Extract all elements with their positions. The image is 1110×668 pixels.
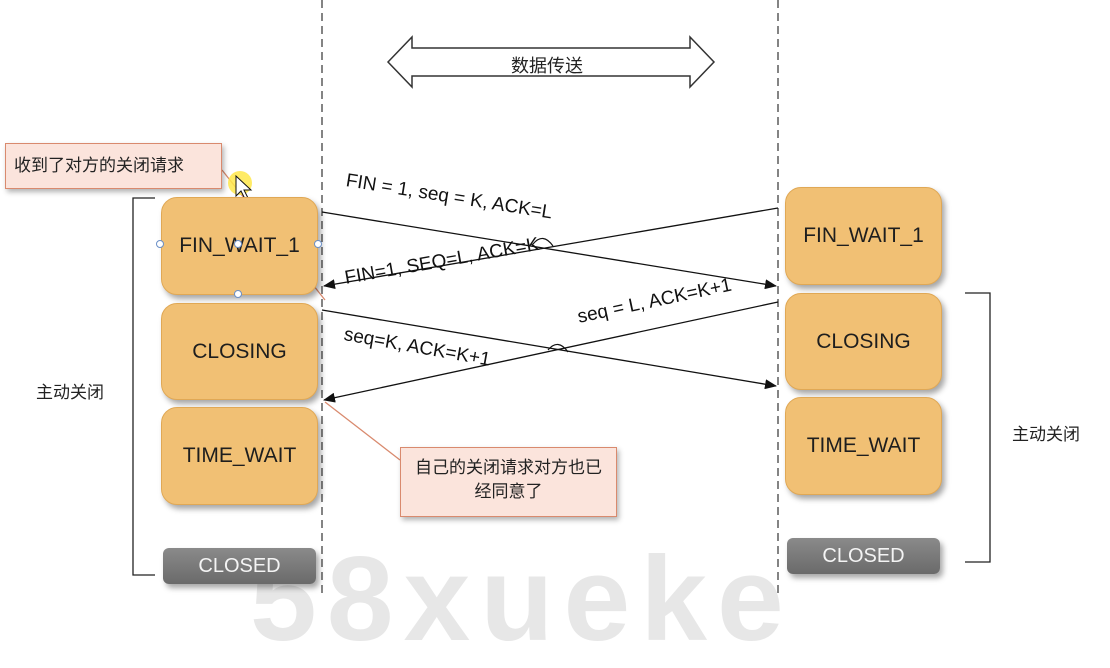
- crossing-hop-2: [547, 343, 569, 353]
- arrow-m2: [323, 207, 779, 290]
- data-transfer-label: 数据传送: [511, 56, 583, 76]
- right-state-closing[interactable]: CLOSING: [785, 293, 942, 390]
- arrow-m3: [323, 301, 779, 403]
- left-state-closing[interactable]: CLOSING: [161, 303, 318, 400]
- callout-bottom-connector: [324, 401, 401, 461]
- crossing-hop-1: [532, 237, 554, 247]
- right-state-fin-wait-1[interactable]: FIN_WAIT_1: [785, 187, 942, 285]
- selection-handle[interactable]: [314, 240, 322, 248]
- right-state-time-wait[interactable]: TIME_WAIT: [785, 397, 942, 495]
- right-state-closed[interactable]: CLOSED: [787, 538, 940, 574]
- left-bracket: [132, 197, 155, 576]
- arrow-m1: [321, 211, 777, 290]
- callout-received-close-request: 收到了对方的关闭请求: [5, 143, 222, 189]
- selection-handle[interactable]: [156, 240, 164, 248]
- right-active-close-label: 主动关闭: [1012, 425, 1080, 444]
- diagram-lines: [132, 0, 991, 595]
- left-active-close-label: 主动关闭: [36, 383, 104, 402]
- callout-own-close-acknowledged: 自己的关闭请求对方也已经同意了: [400, 447, 617, 517]
- selection-handle[interactable]: [234, 240, 242, 248]
- watermark-text: 58xueke: [250, 532, 794, 666]
- left-state-time-wait[interactable]: TIME_WAIT: [161, 407, 318, 505]
- right-bracket: [965, 292, 991, 563]
- data-transfer-arrow: [386, 35, 716, 89]
- left-state-closed[interactable]: CLOSED: [163, 548, 316, 584]
- selection-handle[interactable]: [234, 290, 242, 298]
